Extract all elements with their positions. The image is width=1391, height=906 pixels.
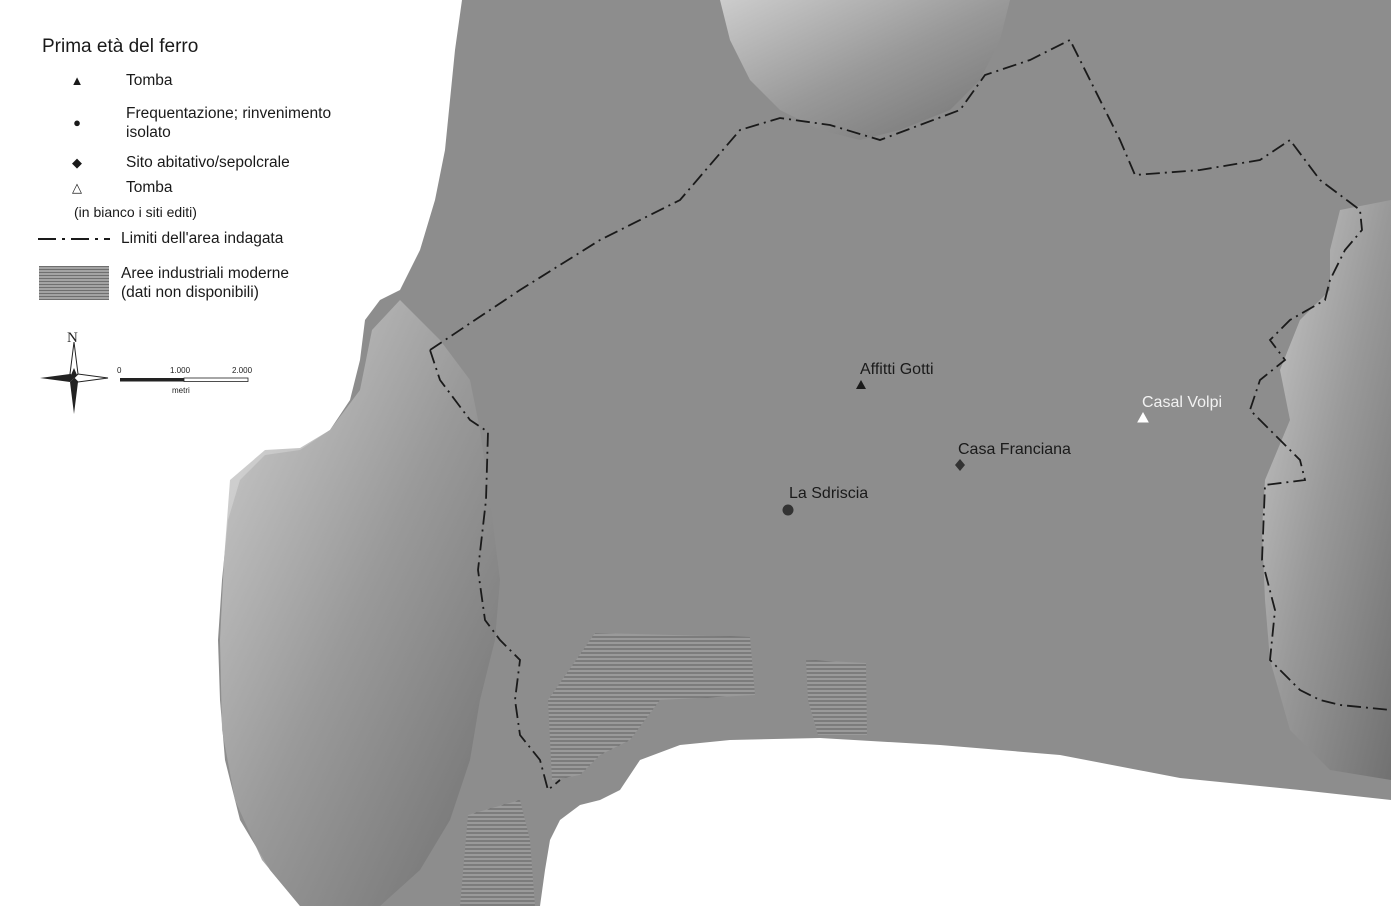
site-label-casal-volpi: Casal Volpi	[1142, 394, 1223, 411]
scale-tick-1000: 1.000	[170, 366, 191, 375]
scale-tick-0: 0	[117, 366, 122, 375]
legend-label-industrial-2: (dati non disponibili)	[121, 284, 259, 301]
industrial-area-2	[806, 660, 867, 735]
filled-triangle-icon: ▲	[70, 73, 84, 88]
industrial-area-3	[460, 800, 535, 906]
site-la-sdriscia-marker	[782, 504, 794, 516]
filled-circle-icon: ●	[73, 115, 81, 130]
relief-east	[1262, 200, 1391, 780]
hatch-swatch-icon	[39, 266, 109, 300]
compass-rose	[40, 341, 109, 414]
legend-note: (in bianco i siti editi)	[74, 204, 197, 220]
legend-label-frequentazione-1: Frequentazione; rinvenimento	[126, 105, 332, 122]
relief-north	[720, 0, 1010, 140]
scale-tick-2000: 2.000	[232, 366, 253, 375]
scale-bar: 0 1.000 2.000 metri	[117, 366, 253, 395]
site-affitti-gotti-marker	[856, 380, 866, 389]
legend-label-tomba: Tomba	[126, 72, 173, 89]
site-casal-volpi-marker	[1137, 411, 1149, 423]
land-mass	[218, 0, 1391, 906]
outline-triangle-icon: △	[72, 180, 82, 195]
compass-north-label: N	[67, 330, 78, 346]
legend-label-sito: Sito abitativo/sepolcrale	[126, 154, 290, 171]
site-casa-franciana-marker	[955, 459, 965, 471]
site-label-affitti-gotti: Affitti Gotti	[860, 361, 934, 378]
relief-west	[220, 300, 500, 906]
legend-label-boundary: Limiti dell'area indagata	[121, 230, 284, 247]
filled-diamond-icon: ◆	[72, 155, 82, 170]
site-label-casa-franciana: Casa Franciana	[958, 441, 1071, 458]
legend-label-frequentazione-2: isolato	[126, 124, 171, 141]
legend-title: Prima età del ferro	[42, 36, 199, 57]
legend-label-tomba-edita: Tomba	[126, 179, 173, 196]
industrial-area-1	[548, 633, 755, 780]
legend-label-industrial-1: Aree industriali moderne	[121, 265, 290, 282]
survey-area-boundary	[429, 38, 1391, 792]
scale-unit: metri	[172, 386, 190, 395]
dash-dot-line-icon	[38, 238, 110, 240]
site-label-la-sdriscia: La Sdriscia	[789, 485, 869, 502]
